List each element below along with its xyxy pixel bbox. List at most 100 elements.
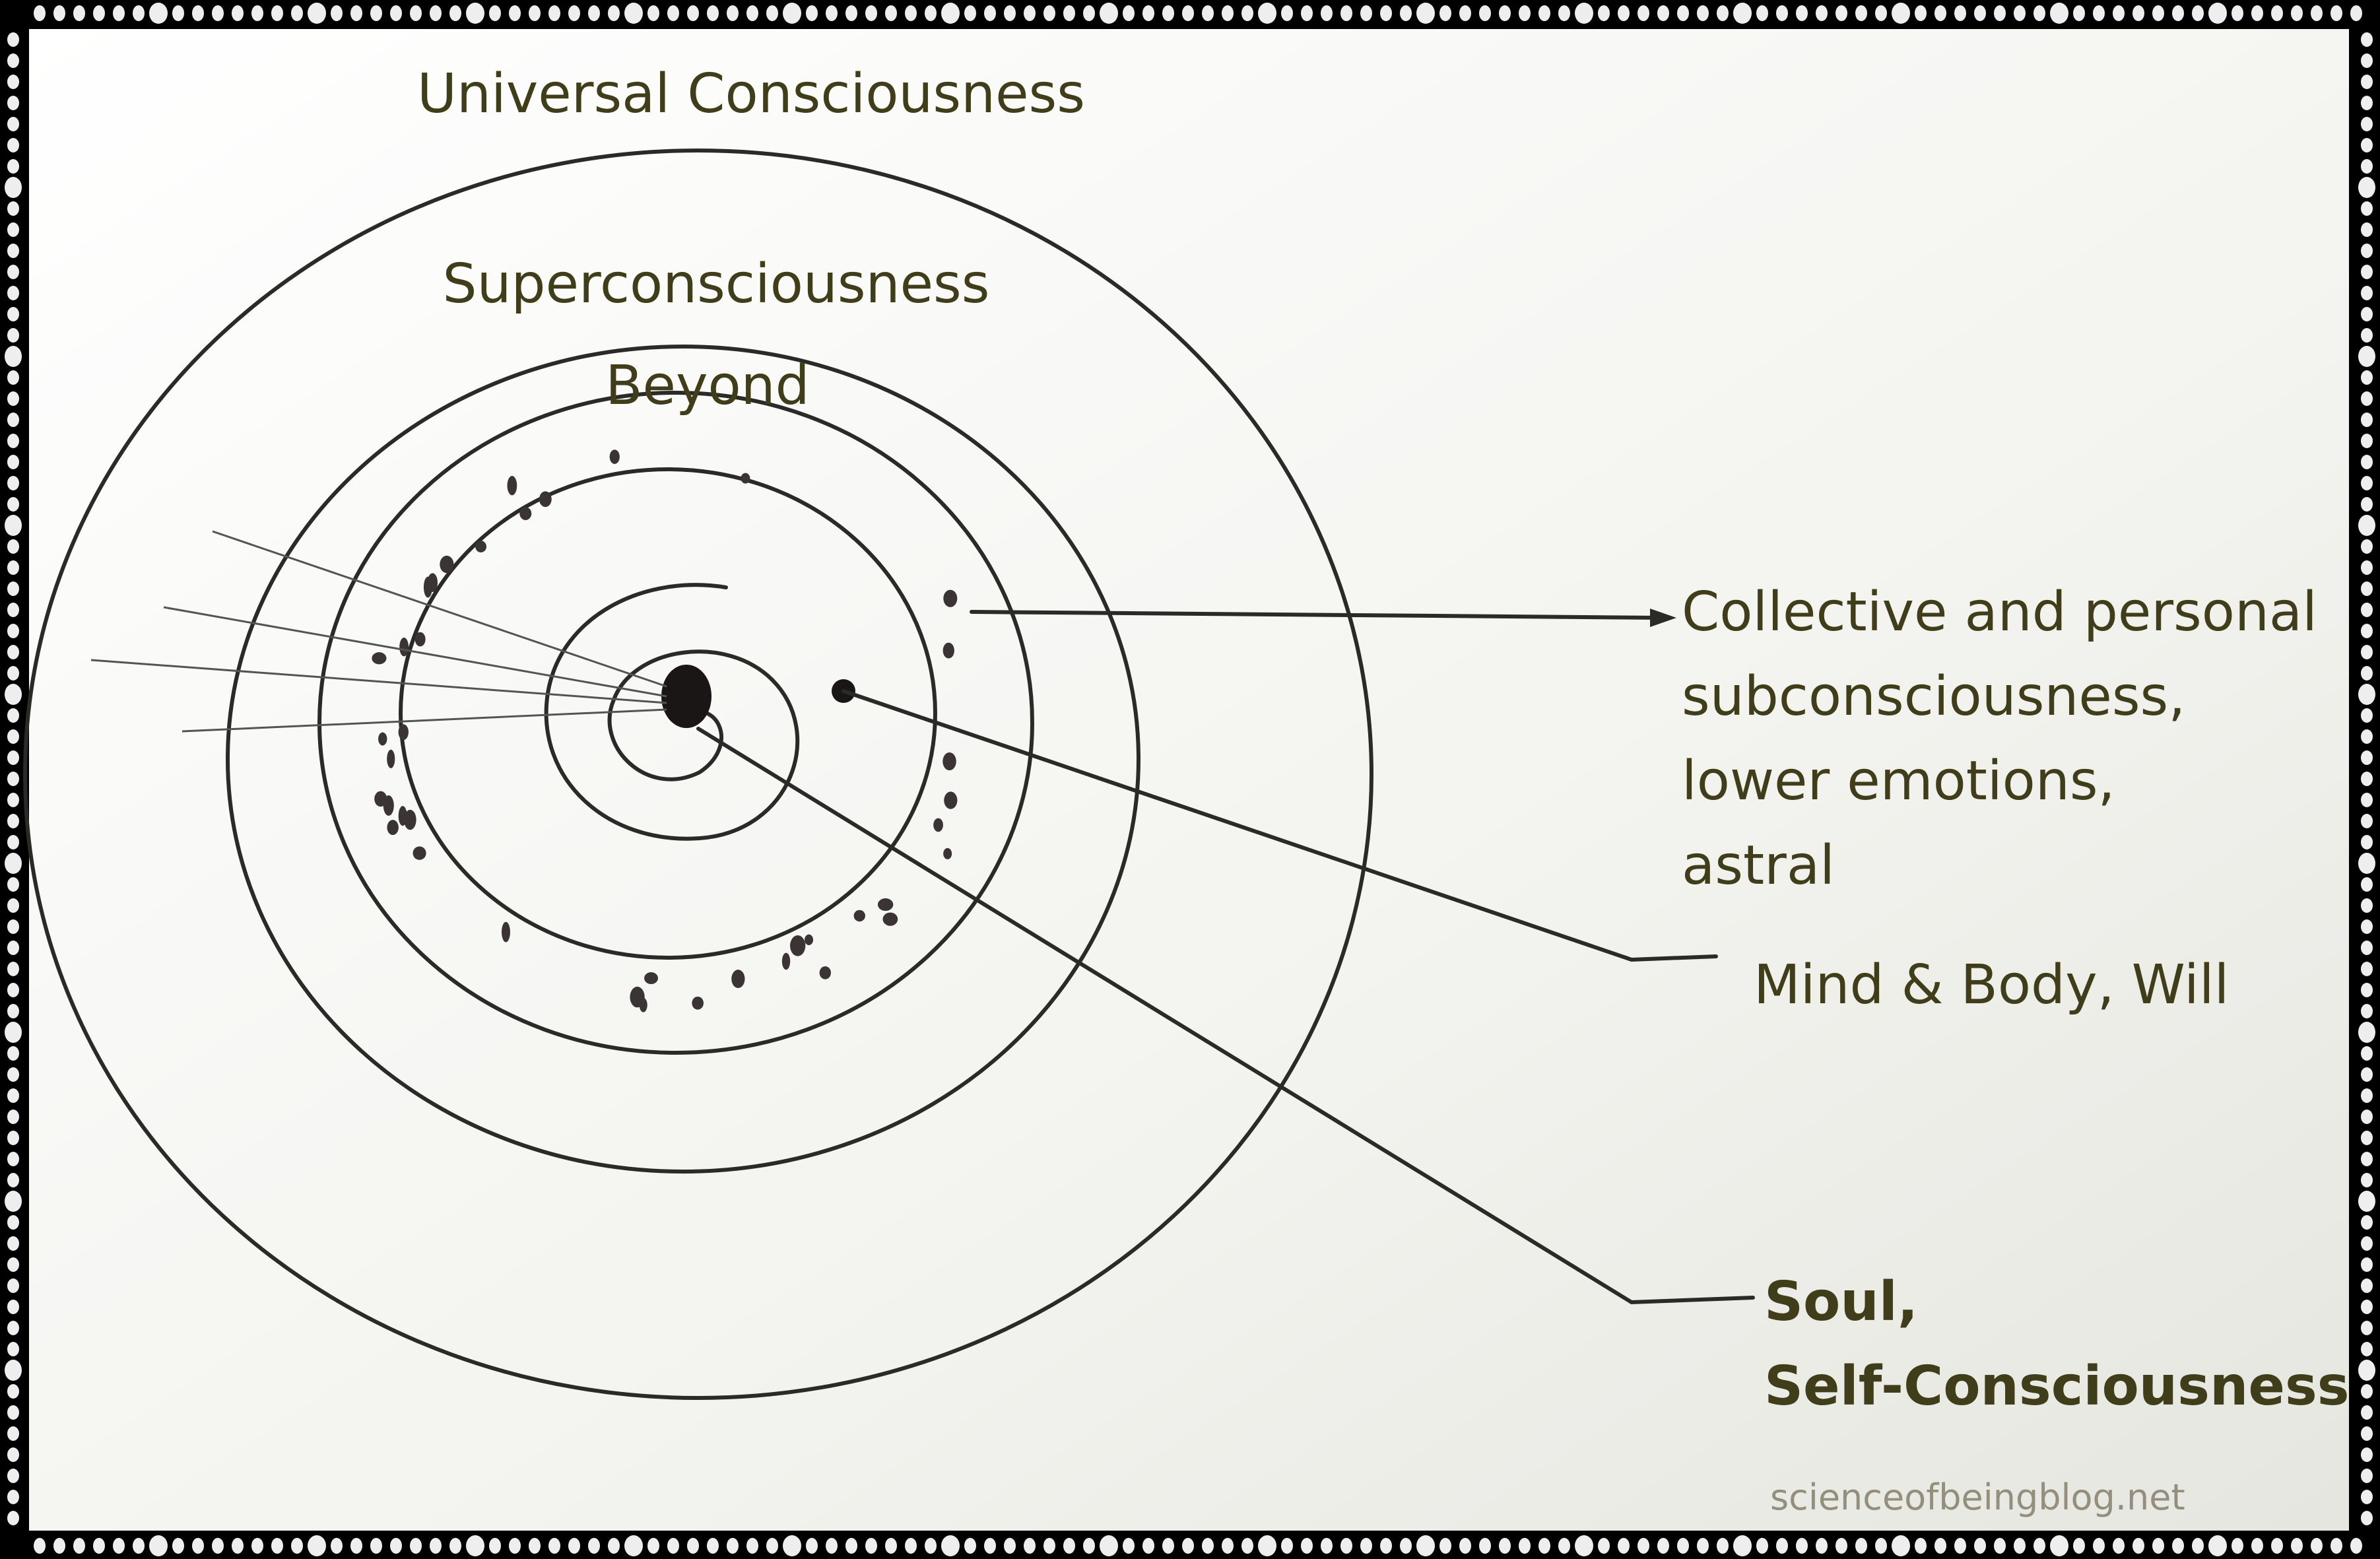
border-dot	[1063, 5, 1075, 21]
border-dot	[390, 1538, 402, 1554]
border-dot	[1222, 5, 1234, 21]
border-dot	[1004, 1538, 1016, 1554]
border-dot	[7, 941, 19, 955]
border-dot	[1182, 5, 1194, 21]
border-dot	[2172, 5, 2184, 21]
border-dot	[1083, 5, 1095, 21]
border-dot	[1162, 1538, 1174, 1554]
border-dot	[7, 1469, 19, 1483]
border-dot	[2361, 772, 2373, 786]
border-dot	[7, 265, 19, 279]
border-dot	[7, 1257, 19, 1272]
texture-speck	[507, 476, 517, 496]
border-dot	[7, 1490, 19, 1504]
texture-speck	[781, 952, 791, 970]
border-dot	[1182, 1538, 1194, 1554]
texture-speck	[372, 652, 387, 665]
border-dot	[232, 5, 244, 21]
border-dot	[1575, 1535, 1593, 1556]
border-dot	[746, 1538, 758, 1554]
border-dot	[1340, 1538, 1352, 1554]
border-dot	[291, 5, 303, 21]
label-universal-consciousness: Universal Consciousness	[417, 63, 1085, 125]
border-dot	[430, 5, 442, 21]
border-dot	[2361, 1490, 2373, 1504]
border-dot	[783, 3, 801, 24]
border-dot	[7, 1215, 19, 1230]
border-dot	[1915, 5, 1927, 21]
border-dot	[2358, 515, 2375, 536]
border-dot	[5, 346, 22, 367]
ring-beyond	[317, 391, 1034, 1055]
border-dot	[489, 5, 501, 21]
border-dot	[7, 455, 19, 469]
border-dot	[2361, 265, 2373, 279]
border-dot	[7, 1405, 19, 1420]
border-dot	[1697, 5, 1709, 21]
border-dot	[2361, 814, 2373, 828]
border-dot	[1043, 5, 1055, 21]
ring-texture-marks	[372, 449, 958, 1012]
border-dot	[1380, 1538, 1392, 1554]
border-dot	[5, 177, 22, 198]
border-dot	[7, 413, 19, 427]
border-dot	[1974, 5, 1986, 21]
label-soul: Soul,	[1764, 1271, 1918, 1333]
border-dot	[2361, 1173, 2373, 1187]
border-dot	[2361, 941, 2373, 955]
border-dot	[2358, 1191, 2375, 1212]
border-dot	[331, 1538, 343, 1554]
border-dot	[1892, 3, 1910, 24]
border-dot	[588, 1538, 600, 1554]
border-dot	[430, 1538, 442, 1554]
label-superconsciousness: Superconsciousness	[443, 253, 990, 315]
border-dot	[232, 1538, 244, 1554]
border-dot	[1123, 5, 1135, 21]
border-dot	[2361, 1426, 2373, 1441]
texture-speck	[944, 791, 958, 809]
border-dot	[647, 5, 659, 21]
border-dot	[2361, 793, 2373, 807]
texture-speck	[475, 541, 487, 552]
border-dot	[2132, 1538, 2144, 1554]
texture-speck	[692, 996, 704, 1010]
border-dot	[7, 222, 19, 237]
border-dot	[271, 1538, 283, 1554]
border-dot	[1416, 3, 1435, 24]
border-dot	[1202, 5, 1214, 21]
border-dot	[707, 5, 719, 21]
border-dot	[1934, 5, 1946, 21]
border-dot	[7, 1110, 19, 1124]
border-dot	[149, 3, 168, 24]
border-dot	[2361, 1088, 2373, 1103]
border-dot	[2361, 1511, 2373, 1525]
texture-speck	[819, 966, 831, 979]
border-dot	[308, 3, 326, 24]
border-dot	[1816, 5, 1828, 21]
border-dot	[5, 1022, 22, 1043]
border-dot	[1123, 1538, 1135, 1554]
border-dot	[7, 898, 19, 913]
border-dot	[2361, 1447, 2373, 1462]
border-dot	[7, 772, 19, 786]
border-dot	[588, 5, 600, 21]
border-dot	[2358, 1360, 2375, 1381]
border-dot	[2361, 75, 2373, 89]
texture-speck	[519, 507, 532, 520]
border-dot	[2358, 684, 2375, 705]
border-dot	[331, 5, 343, 21]
border-dot	[251, 5, 263, 21]
border-dot	[1816, 1538, 1828, 1554]
border-dot	[1733, 1535, 1752, 1556]
border-dot	[2361, 560, 2373, 575]
border-dot	[2361, 434, 2373, 448]
border-dot	[7, 201, 19, 216]
border-dot	[826, 5, 838, 21]
border-dot	[1100, 3, 1118, 24]
border-dot	[1083, 1538, 1095, 1554]
border-dot	[1796, 1538, 1808, 1554]
border-dot	[7, 793, 19, 807]
border-dot	[2361, 1215, 2373, 1230]
border-dot	[1855, 5, 1867, 21]
border-dot	[2361, 1257, 2373, 1272]
